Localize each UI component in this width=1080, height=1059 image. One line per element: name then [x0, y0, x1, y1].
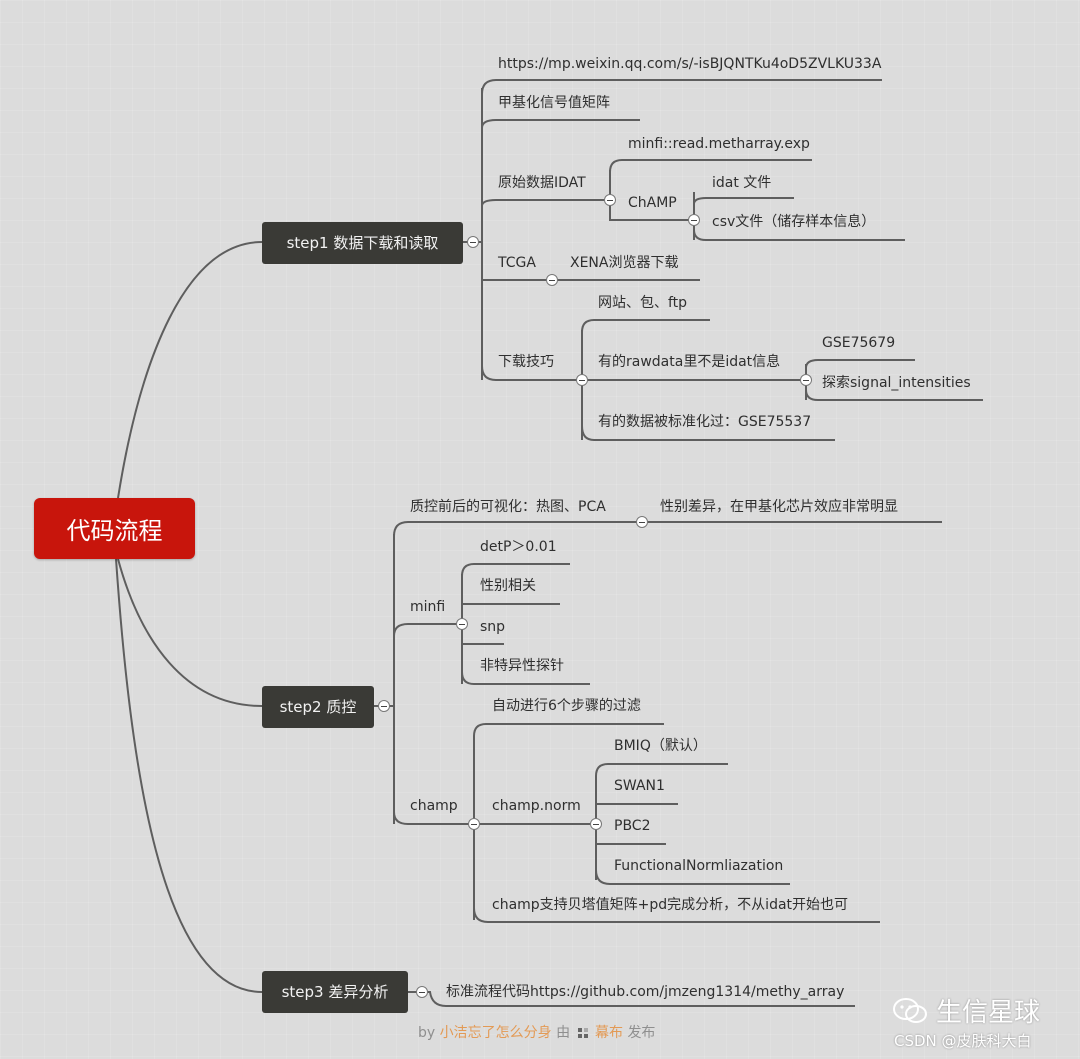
collapse-toggle-norm[interactable] — [590, 818, 602, 830]
step1-matrix[interactable]: 甲基化信号值矩阵 — [498, 95, 610, 111]
tips-rawdata[interactable]: 有的rawdata里不是idat信息 — [598, 354, 781, 370]
collapse-toggle-champ2[interactable] — [468, 818, 480, 830]
footer-end: 发布 — [627, 1025, 656, 1041]
collapse-toggle-minfi[interactable] — [456, 618, 468, 630]
footer-mid: 由 — [556, 1025, 571, 1041]
minfi-item-2[interactable]: snp — [480, 619, 506, 635]
step3-code[interactable]: 标准流程代码https://github.com/jmzeng1314/meth… — [446, 984, 845, 1000]
qc-sex[interactable]: 性别差异，在甲基化芯片效应非常明显 — [660, 499, 898, 515]
root-to-step2-line — [117, 558, 263, 707]
root-to-step3-line — [115, 558, 263, 993]
publish-footer: by 小洁忘了怎么分身 由 幕布 发布 — [418, 1022, 655, 1042]
minfi-item-0[interactable]: detP＞0.01 — [480, 539, 557, 555]
collapse-toggle-raw[interactable] — [604, 194, 616, 206]
qc-champ[interactable]: champ — [410, 798, 458, 814]
champ-csv[interactable]: csv文件（储存样本信息） — [712, 214, 876, 230]
tips-site[interactable]: 网站、包、ftp — [598, 295, 688, 311]
champ-support[interactable]: champ支持贝塔值矩阵+pd完成分析，不从idat开始也可 — [492, 897, 849, 913]
norm-item-3[interactable]: FunctionalNormliazation — [614, 858, 784, 874]
step1-tcga[interactable]: TCGA — [498, 255, 536, 271]
wechat-icon — [893, 997, 927, 1023]
collapse-toggle-viz[interactable] — [636, 516, 648, 528]
champ-auto[interactable]: 自动进行6个步骤的过滤 — [492, 698, 641, 714]
collapse-toggle-tips[interactable] — [576, 374, 588, 386]
step1-raw[interactable]: 原始数据IDAT — [498, 175, 586, 191]
collapse-toggle-step3[interactable] — [416, 986, 428, 998]
tips-normalized[interactable]: 有的数据被标准化过：GSE75537 — [598, 414, 812, 430]
step1-tips[interactable]: 下载技巧 — [498, 354, 554, 370]
collapse-toggle-tcga[interactable] — [546, 274, 558, 286]
raw-champ[interactable]: ChAMP — [628, 195, 677, 211]
collapse-toggle-step2[interactable] — [378, 700, 390, 712]
footer-author[interactable]: 小洁忘了怎么分身 — [439, 1025, 552, 1041]
raw-minfi[interactable]: minfi::read.metharray.exp — [628, 136, 810, 152]
norm-item-2[interactable]: PBC2 — [614, 818, 651, 834]
minfi-item-1[interactable]: 性别相关 — [480, 578, 536, 594]
watermark-brand: 生信星球 — [892, 992, 1040, 1029]
rawdata-explore[interactable]: 探索signal_intensities — [822, 375, 971, 391]
collapse-toggle-champ[interactable] — [688, 214, 700, 226]
tcga-xena[interactable]: XENA浏览器下载 — [570, 255, 679, 271]
step1-node[interactable]: step1 数据下载和读取 — [262, 222, 463, 264]
mubu-logo-icon — [577, 1028, 588, 1038]
root-node[interactable]: 代码流程 — [34, 498, 195, 559]
step3-node[interactable]: step3 差异分析 — [262, 971, 408, 1013]
step2-node[interactable]: step2 质控 — [262, 686, 374, 728]
champ-idat[interactable]: idat 文件 — [712, 175, 772, 191]
champ-norm[interactable]: champ.norm — [492, 798, 581, 814]
step1-url[interactable]: https://mp.weixin.qq.com/s/-isBJQNTKu4oD… — [498, 56, 882, 72]
collapse-toggle-rawdata[interactable] — [800, 374, 812, 386]
collapse-toggle-step1[interactable] — [467, 236, 479, 248]
root-to-step1-line — [117, 241, 263, 499]
footer-app[interactable]: 幕布 — [594, 1025, 623, 1041]
qc-viz[interactable]: 质控前后的可视化：热图、PCA — [410, 499, 606, 515]
norm-item-0[interactable]: BMIQ（默认） — [614, 738, 707, 754]
watermark-csdn: CSDN @皮肤科大白 — [894, 1032, 1032, 1050]
norm-item-1[interactable]: SWAN1 — [614, 778, 665, 794]
rawdata-gse[interactable]: GSE75679 — [822, 335, 896, 351]
footer-by: by — [418, 1025, 436, 1041]
watermark-brand-text: 生信星球 — [936, 998, 1041, 1028]
minfi-item-3[interactable]: 非特异性探针 — [480, 658, 564, 674]
step3-stem — [408, 991, 855, 1007]
qc-minfi[interactable]: minfi — [410, 599, 446, 615]
